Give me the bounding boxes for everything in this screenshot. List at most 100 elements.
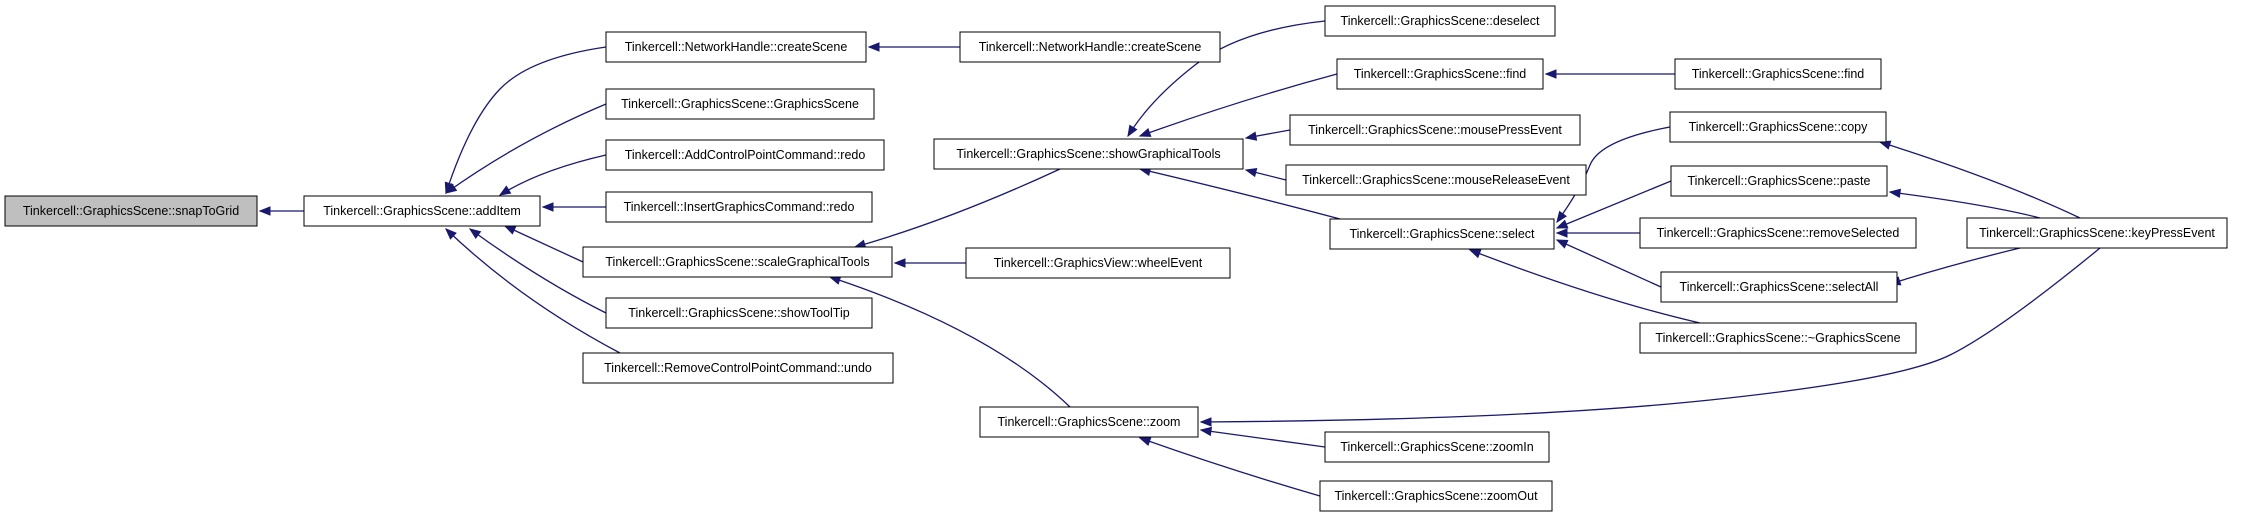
edge-line xyxy=(854,168,1061,248)
arrowhead-icon xyxy=(498,185,512,196)
node-graphicsscene-mousereleaseevent[interactable]: Tinkercell::GraphicsScene::mouseReleaseE… xyxy=(1285,164,1587,196)
node-box xyxy=(1660,271,1898,303)
node-addcontrolpointcommand-redo[interactable]: Tinkercell::AddControlPointCommand::redo xyxy=(605,139,885,171)
node-insertgraphicscommand-redo[interactable]: Tinkercell::InsertGraphicsCommand::redo xyxy=(605,191,873,223)
edge-n22-to-n18 xyxy=(1555,239,1662,288)
node-box xyxy=(1674,58,1882,90)
node-label: Tinkercell::GraphicsScene::addItem xyxy=(323,204,521,218)
arrowhead-icon xyxy=(1199,426,1213,437)
edge-n24-to-n19 xyxy=(1878,140,2081,219)
edge-line xyxy=(1139,73,1338,137)
node-networkhandle-createscene[interactable]: Tinkercell::NetworkHandle::createScene xyxy=(959,31,1221,63)
arrowhead-icon xyxy=(1468,249,1482,259)
arrowhead-icon xyxy=(541,202,554,212)
node-box xyxy=(582,352,894,384)
node-graphicsscene-mousepressevent[interactable]: Tinkercell::GraphicsScene::mousePressEve… xyxy=(1289,114,1581,146)
node-box xyxy=(605,31,867,63)
edge-n20-to-n18 xyxy=(1555,180,1672,229)
node-graphicsscene-zoomout[interactable]: Tinkercell::GraphicsScene::zoomOut xyxy=(1319,480,1553,512)
edge-line xyxy=(504,225,584,263)
edge-n16-to-n10 xyxy=(1244,129,1291,141)
arrowhead-icon xyxy=(1555,239,1569,249)
node-graphicsscene-deselect[interactable]: Tinkercell::GraphicsScene::deselect xyxy=(1324,5,1556,37)
edge-n5-to-n1 xyxy=(498,154,607,196)
node-graphicsscene-showgraphicaltools[interactable]: Tinkercell::GraphicsScene::showGraphical… xyxy=(933,138,1244,170)
node-label: Tinkercell::NetworkHandle::createScene xyxy=(625,40,848,54)
edge-n3-to-n2 xyxy=(867,42,960,52)
edge-line xyxy=(1200,429,1326,448)
node-graphicsscene-graphicsscene[interactable]: Tinkercell::GraphicsScene::~GraphicsScen… xyxy=(1639,322,1917,354)
arrowhead-icon xyxy=(468,228,482,240)
edge-line xyxy=(445,103,607,194)
node-graphicsscene-find[interactable]: Tinkercell::GraphicsScene::find xyxy=(1336,58,1544,90)
node-label: Tinkercell::GraphicsScene::deselect xyxy=(1341,14,1540,28)
node-label: Tinkercell::GraphicsScene::mousePressEve… xyxy=(1308,123,1562,137)
edge-n19-to-n18 xyxy=(1556,126,1671,224)
edge-n25-to-n12 xyxy=(1199,426,1326,448)
node-graphicsscene-keypressevent[interactable]: Tinkercell::GraphicsScene::keyPressEvent xyxy=(1966,217,2228,249)
node-graphicsscene-paste[interactable]: Tinkercell::GraphicsScene::paste xyxy=(1670,165,1888,197)
edge-n4-to-n1 xyxy=(444,103,607,194)
edge-line xyxy=(1139,437,1321,497)
node-box xyxy=(1324,5,1556,37)
node-box xyxy=(1639,322,1917,354)
node-label: Tinkercell::GraphicsScene::zoomOut xyxy=(1334,489,1538,503)
node-box xyxy=(933,138,1244,170)
node-graphicsscene-snaptogrid[interactable]: Tinkercell::GraphicsScene::snapToGrid xyxy=(4,195,258,227)
node-graphicsview-wheelevent[interactable]: Tinkercell::GraphicsView::wheelEvent xyxy=(965,247,1231,279)
edge-line xyxy=(1556,126,1671,223)
edge-n17-to-n10 xyxy=(1244,167,1287,181)
node-graphicsscene-zoom[interactable]: Tinkercell::GraphicsScene::zoom xyxy=(979,406,1199,438)
node-removecontrolpointcommand-undo[interactable]: Tinkercell::RemoveControlPointCommand::u… xyxy=(582,352,894,384)
node-graphicsscene-find[interactable]: Tinkercell::GraphicsScene::find xyxy=(1674,58,1882,90)
arrowhead-icon xyxy=(1555,219,1569,229)
node-graphicsscene-copy[interactable]: Tinkercell::GraphicsScene::copy xyxy=(1669,111,1887,143)
node-graphicsscene-selectall[interactable]: Tinkercell::GraphicsScene::selectAll xyxy=(1660,271,1898,303)
edge-n23-to-n18 xyxy=(1468,249,1701,324)
node-graphicsscene-showtooltip[interactable]: Tinkercell::GraphicsScene::showToolTip xyxy=(605,297,873,329)
edge-n7-to-n1 xyxy=(503,225,584,263)
arrowhead-icon xyxy=(1244,167,1258,178)
node-graphicsscene-zoomin[interactable]: Tinkercell::GraphicsScene::zoomIn xyxy=(1324,431,1550,463)
node-box xyxy=(1329,218,1555,250)
node-label: Tinkercell::GraphicsScene::zoomIn xyxy=(1340,440,1533,454)
node-label: Tinkercell::GraphicsScene::paste xyxy=(1688,174,1871,188)
node-networkhandle-createscene[interactable]: Tinkercell::NetworkHandle::createScene xyxy=(605,31,867,63)
edge-line xyxy=(1469,249,1701,324)
node-label: Tinkercell::GraphicsScene::GraphicsScene xyxy=(621,97,859,111)
node-label: Tinkercell::GraphicsScene::~GraphicsScen… xyxy=(1655,331,1900,345)
node-label: Tinkercell::GraphicsScene::showToolTip xyxy=(628,306,849,320)
node-label: Tinkercell::GraphicsScene::selectAll xyxy=(1680,280,1879,294)
node-box xyxy=(582,246,893,278)
node-graphicsscene-graphicsscene[interactable]: Tinkercell::GraphicsScene::GraphicsScene xyxy=(605,88,875,120)
arrowhead-icon xyxy=(1555,228,1568,238)
arrowhead-icon xyxy=(893,258,906,268)
edge-n6-to-n1 xyxy=(541,202,606,212)
edge-n21-to-n18 xyxy=(1555,228,1640,238)
edge-n15-to-n14 xyxy=(1544,69,1675,79)
arrowhead-icon xyxy=(1199,417,1212,427)
edge-line xyxy=(1889,191,2041,219)
arrowhead-icon xyxy=(1556,210,1567,224)
arrowhead-icon xyxy=(1244,131,1258,141)
node-box xyxy=(1289,114,1581,146)
node-graphicsscene-removeselected[interactable]: Tinkercell::GraphicsScene::removeSelecte… xyxy=(1639,217,1917,249)
node-label: Tinkercell::GraphicsScene::find xyxy=(1354,67,1527,81)
arrowhead-icon xyxy=(1138,127,1152,137)
node-label: Tinkercell::GraphicsView::wheelEvent xyxy=(994,256,1203,270)
edge-line xyxy=(1556,180,1672,229)
arrowhead-icon xyxy=(867,42,880,52)
node-box xyxy=(1639,217,1917,249)
node-graphicsscene-additem[interactable]: Tinkercell::GraphicsScene::addItem xyxy=(303,195,541,227)
edge-line xyxy=(499,154,607,196)
node-box xyxy=(1669,111,1887,143)
arrowhead-icon xyxy=(1138,437,1152,446)
edge-n24-to-n22 xyxy=(1888,247,2021,286)
edge-n8-to-n1 xyxy=(468,228,607,314)
arrowhead-icon xyxy=(503,225,517,235)
node-label: Tinkercell::GraphicsScene::find xyxy=(1692,67,1865,81)
node-graphicsscene-select[interactable]: Tinkercell::GraphicsScene::select xyxy=(1329,218,1555,250)
node-box xyxy=(1670,165,1888,197)
node-graphicsscene-scalegraphicaltools[interactable]: Tinkercell::GraphicsScene::scaleGraphica… xyxy=(582,246,893,278)
edge-n2-to-n1 xyxy=(444,46,607,195)
